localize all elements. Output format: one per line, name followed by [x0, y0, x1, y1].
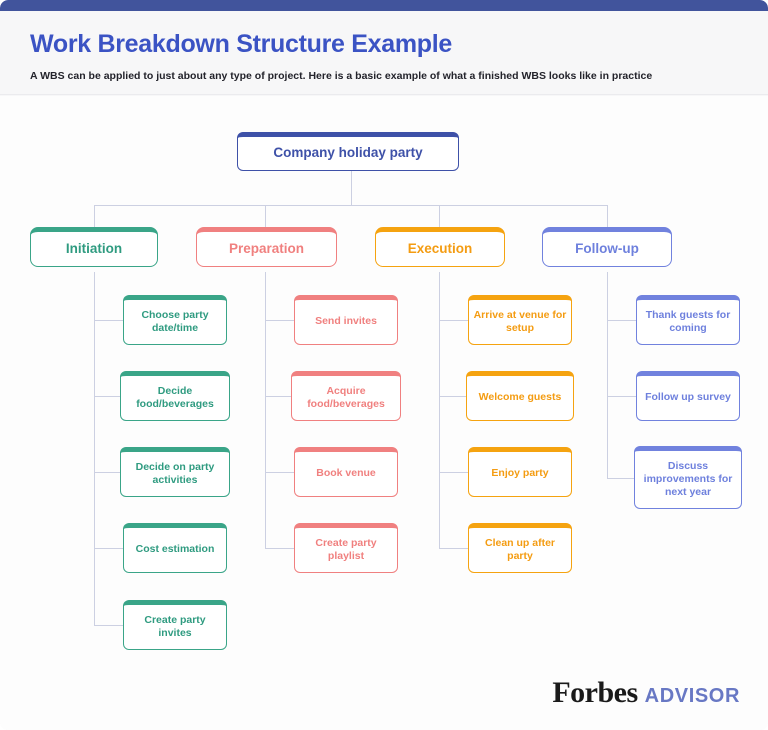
node-task-clean-up-after-party[interactable]: Clean up after party: [468, 523, 572, 573]
advisor-wordmark: ADVISOR: [644, 685, 740, 707]
header: Work Breakdown Structure Example A WBS c…: [0, 11, 768, 95]
forbes-advisor-logo: Forbes ADVISOR: [552, 676, 740, 710]
connector-execution-spine: [439, 272, 440, 549]
node-branch-preparation[interactable]: Preparation: [196, 227, 337, 267]
connector-bus-to-initiation: [94, 205, 95, 227]
connector-initiation-stub-3: [94, 548, 123, 549]
page-title: Work Breakdown Structure Example: [30, 30, 453, 58]
node-task-create-party-invites[interactable]: Create party invites: [123, 600, 227, 650]
node-branch-execution[interactable]: Execution: [375, 227, 505, 267]
connector-root-stem: [351, 170, 352, 206]
node-task-enjoy-party[interactable]: Enjoy party: [468, 447, 572, 497]
accent-top-bar: [0, 0, 768, 11]
connector-followup-stub-1: [607, 396, 636, 397]
connector-preparation-stub-1: [265, 396, 294, 397]
node-task-follow-up-survey[interactable]: Follow up survey: [636, 371, 740, 421]
node-task-thank-guests-for-coming[interactable]: Thank guests for coming: [636, 295, 740, 345]
connector-branch-bus: [94, 205, 607, 206]
connector-initiation-stub-1: [94, 396, 123, 397]
connector-initiation-stub-0: [94, 320, 123, 321]
diagram-canvas: Company holiday party Initiation Prepara…: [0, 96, 768, 730]
connector-bus-to-preparation: [265, 205, 266, 227]
connector-followup-stub-0: [607, 320, 636, 321]
node-task-arrive-at-venue-for-setup[interactable]: Arrive at venue for setup: [468, 295, 572, 345]
connector-execution-stub-1: [439, 396, 468, 397]
connector-execution-stub-2: [439, 472, 468, 473]
connector-preparation-spine: [265, 272, 266, 549]
connector-execution-stub-3: [439, 548, 468, 549]
node-task-cost-estimation[interactable]: Cost estimation: [123, 523, 227, 573]
connector-initiation-stub-2: [94, 472, 123, 473]
connector-execution-stub-0: [439, 320, 468, 321]
forbes-wordmark: Forbes: [552, 676, 638, 709]
connector-preparation-stub-2: [265, 472, 294, 473]
node-branch-initiation[interactable]: Initiation: [30, 227, 158, 267]
node-root-company-holiday-party[interactable]: Company holiday party: [237, 132, 459, 171]
node-task-create-party-playlist[interactable]: Create party playlist: [294, 523, 398, 573]
node-task-book-venue[interactable]: Book venue: [294, 447, 398, 497]
node-task-choose-party-date-time[interactable]: Choose party date/time: [123, 295, 227, 345]
node-task-welcome-guests[interactable]: Welcome guests: [466, 371, 574, 421]
connector-preparation-stub-0: [265, 320, 294, 321]
node-task-decide-food-beverages[interactable]: Decide food/beverages: [120, 371, 230, 421]
node-branch-followup[interactable]: Follow-up: [542, 227, 672, 267]
connector-bus-to-execution: [439, 205, 440, 227]
connector-followup-stub-2: [607, 478, 636, 479]
page-subtitle: A WBS can be applied to just about any t…: [30, 70, 653, 82]
connector-bus-to-followup: [607, 205, 608, 227]
connector-initiation-spine: [94, 272, 95, 625]
node-task-acquire-food-beverages[interactable]: Acquire food/beverages: [291, 371, 401, 421]
connector-followup-spine: [607, 272, 608, 478]
connector-preparation-stub-3: [265, 548, 294, 549]
node-task-send-invites[interactable]: Send invites: [294, 295, 398, 345]
connector-initiation-stub-4: [94, 625, 123, 626]
node-task-discuss-improvements-for-next-year[interactable]: Discuss improvements for next year: [634, 446, 742, 509]
node-task-decide-party-activities[interactable]: Decide on party activities: [120, 447, 230, 497]
